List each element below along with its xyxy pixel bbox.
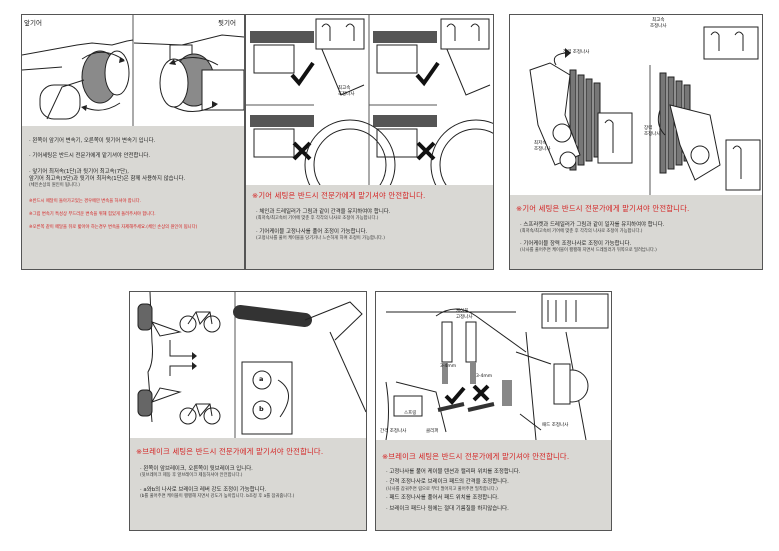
front-derailleur-illustration: 최고속 조정나사 — [246, 15, 493, 185]
panel2-line: (고정나사를 풀어 케이블을 당기거나 느슨하게 하여 조정이 가능합니다.) — [256, 236, 385, 242]
v-brake-illustration: 케이블 고정나사 3-4mm 3-4mm 스프링 간격 조정나사 클리퍼 패드 … — [376, 292, 611, 440]
panel-gear-shifters: 앞기어 뒷기어 · 왼쪽이 앞기어 변속기, 오른쪽이 뒷기어 변속기 입니다.… — [21, 14, 245, 270]
panel3-text: ※기어 세팅은 반드시 전문가에게 맡기셔야 안전합니다. · 스프라켓과 드레… — [510, 195, 762, 269]
cable-screw-label: 케이블 고정나사 — [456, 309, 473, 320]
panel3-line: · 기어케이블 장력 조정나사로 조정이 가능합니다. — [520, 241, 632, 248]
rear-derailleur-illustration: 최고속 조정나사 장력 조정나사 최저속 조정나사 장력 조정나사 — [510, 15, 762, 195]
panel2-line: · 기어케이블 고정나사를 풀어 조정이 가능합니다. — [256, 229, 368, 236]
gap-screw-label: 간격 조정나사 — [380, 429, 407, 434]
panel4-line: · a와b의 나사로 브레이크 레버 강도 조정이 가능합니다. — [140, 487, 267, 494]
panel1-warning: ※오른쪽 같이 페달을 뒤로 밟아야 하는경우 변속을 자제해주세요.(체인 손… — [29, 224, 198, 230]
screw-a-label: a — [259, 375, 264, 383]
rear-derailleur-drawing — [529, 26, 761, 195]
screw-b-label: b — [259, 405, 264, 413]
panel5-line: (나사를 잠궈주면 림으로 부터 멀어지고 풀어주면 밀착합니다.) — [386, 486, 498, 492]
panel3-line: (최저속/최고속비 기어에 맞춘 후 각각의 나사로 조정이 가능합니다.) — [520, 229, 643, 235]
max-speed-screw-label: 최고속 조정나사 — [338, 86, 355, 97]
brake-lever-drawing — [137, 292, 366, 438]
panel1-line: · 기어세팅은 반드시 전문가에게 맡기셔야 안전합니다. — [29, 153, 151, 160]
gap-measure-left: 3-4mm — [440, 364, 457, 369]
panel-front-derailleur: 최고속 조정나사 ※기어 세팅은 반드시 전문가에게 맡기셔야 안전합니다. ·… — [245, 14, 494, 270]
panel4-line: · 왼쪽이 앞브레이크, 오른쪽이 뒷브레이크 입니다. — [140, 466, 253, 472]
panel4-line: (b를 풀어주면 케이블이 팽팽해 지면서 강도가 높아집니다. b조정 후 a… — [140, 494, 295, 500]
tension-screw-label-2: 장력 조정나사 — [644, 126, 661, 137]
panel4-text: ※브레이크 세팅은 반드시 전문가에게 맡기셔야 안전합니다. · 왼쪽이 앞브… — [130, 438, 366, 530]
shifter-illustration: 앞기어 뒷기어 — [22, 15, 244, 126]
panel1-line: (체인손상의 원인이 됩니다.) — [29, 183, 80, 189]
front-gear-label: 앞기어 — [24, 19, 42, 27]
panel2-heading: ※기어 세팅은 반드시 전문가에게 맡기셔야 안전합니다. — [252, 191, 426, 200]
panel1-line: · 앞기어 최저속(1단)과 뒷기어 최고속(7단), — [29, 168, 129, 175]
panel5-text: ※브레이크 세팅은 반드시 전문가에게 맡기셔야 안전합니다. · 고정나사를 … — [376, 440, 611, 530]
brake-lever-illustration: a b — [130, 292, 366, 438]
min-speed-screw-label: 최저속 조정나사 — [534, 141, 551, 152]
panel1-warning: ※반드시 페달이 돌아가고있는 경우에만 변속을 하셔야 합니다. — [29, 198, 141, 204]
panel5-line: · 브레이크 패드나 림에는 절대 기름칠을 하지않습니다. — [386, 505, 509, 512]
panel5-line: · 고정나사를 풀어 케이블 텐션과 캘리퍼 위치를 조정합니다. — [386, 469, 521, 475]
panel3-heading: ※기어 세팅은 반드시 전문가에게 맡기셔야 안전합니다. — [516, 204, 690, 213]
panel3-line: (나사를 풀어주면 케이블이 팽팽해 지면서 드레일러가 뒤쪽으로 밀려납니다.… — [520, 248, 657, 254]
rear-gear-label: 뒷기어 — [218, 19, 236, 27]
tension-screw-label: 장력 조정나사 — [563, 50, 590, 55]
panel3-line: · 스프라켓과 드레일러가 그림과 같이 일자를 유지하여야 합니다. — [520, 222, 665, 228]
panel5-line: · 패드 조정나사를 풀어서 패드 위치를 조정합니다. — [386, 495, 499, 502]
panel1-text: · 왼쪽이 앞기어 변속기, 오른쪽이 뒷기어 변속기 입니다. · 기어세팅은… — [22, 126, 244, 269]
panel-rear-derailleur: 최고속 조정나사 장력 조정나사 최저속 조정나사 장력 조정나사 ※기어 세팅… — [509, 14, 763, 270]
panel2-line: · 체인과 드레일러가 그림과 같이 간격을 유지하여야 합니다. — [256, 209, 391, 215]
gap-measure-right: 3-4mm — [476, 374, 493, 379]
front-derailleur-drawing — [246, 15, 493, 185]
caliper-label: 클리퍼 — [426, 429, 439, 434]
panel1-warning: ※그립 변속기 특성상 부드러운 변속을 위해 힘있게 돌려주셔야 합니다. — [29, 211, 156, 217]
v-brake-drawing — [385, 293, 609, 440]
grip-shifters-drawing — [22, 15, 244, 126]
panel5-line: · 간격 조정나사로 브레이크 패드의 간격을 조정합니다. — [386, 479, 509, 486]
spring-label: 스프링 — [404, 411, 417, 416]
panel4-heading: ※브레이크 세팅은 반드시 전문가에게 맡기셔야 안전합니다. — [136, 447, 324, 456]
panel2-line: (최저속/최고속비 기어에 맞춘 후 각각의 나사로 조정이 가능합니다.) — [256, 216, 379, 222]
panel-brake-levers: a b ※브레이크 세팅은 반드시 전문가에게 맡기셔야 안전합니다. · 왼쪽… — [129, 291, 367, 531]
panel1-line: 앞기어 최고속(3단)과 뒷기어 최저속(1단)은 함께 사용하지 않습니다. — [29, 175, 186, 182]
panel2-text: ※기어 세팅은 반드시 전문가에게 맡기셔야 안전합니다. · 체인과 드레일러… — [246, 185, 493, 269]
panel1-line: · 왼쪽이 앞기어 변속기, 오른쪽이 뒷기어 변속기 입니다. — [29, 138, 156, 144]
panel4-line: (뒷브레이크 제동 후 앞브레이크 제동하셔야 안전합니다.) — [140, 473, 243, 479]
panel5-heading: ※브레이크 세팅은 반드시 전문가에게 맡기셔야 안전합니다. — [382, 452, 570, 461]
panel-v-brakes: 케이블 고정나사 3-4mm 3-4mm 스프링 간격 조정나사 클리퍼 패드 … — [375, 291, 612, 531]
max-speed-screw-label: 최고속 조정나사 — [650, 18, 667, 29]
pad-screw-label: 패드 조정나사 — [542, 423, 569, 428]
